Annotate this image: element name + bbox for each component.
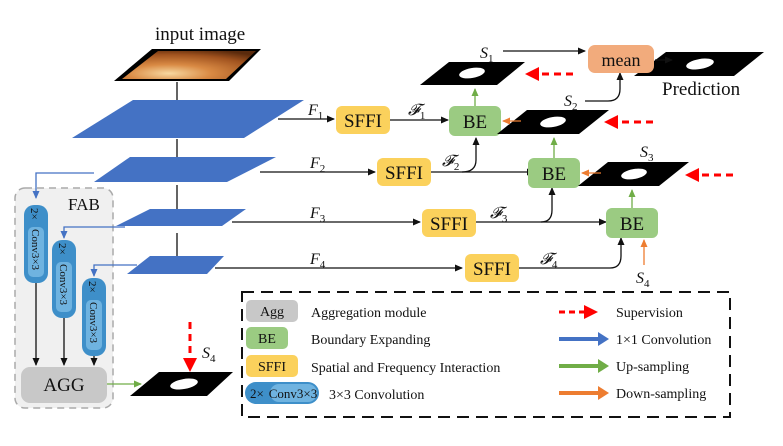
feature-layer-2 [94,157,276,182]
svg-text:3×3 Convolution: 3×3 Convolution [329,388,424,403]
prediction-label: Prediction [662,79,741,100]
svg-text:Aggregation module: Aggregation module [311,306,426,321]
svg-text:Up-sampling: Up-sampling [616,360,689,375]
be-box-3: BE [606,208,658,238]
mask-s4 [130,372,233,396]
svg-text:Conv3×3: Conv3×3 [87,302,99,344]
s1-label: S1 [480,45,494,65]
cf4-arrow-to-be3 [519,237,625,269]
conv-block-1: 2× Conv3×3 [24,205,48,283]
be-box-2: BE [528,158,580,188]
sffi-box-4: SFFI [465,254,519,282]
svg-text:Supervision: Supervision [616,306,683,321]
svg-text:SFFI: SFFI [473,259,511,280]
sffi-box-2: SFFI [377,158,431,186]
legend-item-sffi: SFFI Spatial and Frequency Interaction [246,355,500,377]
svg-text:mean: mean [602,50,641,70]
be-box-1: BE [449,106,501,136]
svg-text:2×: 2× [250,386,264,401]
svg-text:1×1 Convolution: 1×1 Convolution [616,333,711,348]
feature-layer-4 [127,256,224,274]
s4-label-be: S4 [636,270,650,290]
svg-text:SFFI: SFFI [344,111,382,132]
cf2-arrow-to-be1 [461,137,480,173]
f3-label: F3 [309,205,326,225]
svg-text:Spatial and Frequency Interact: Spatial and Frequency Interaction [311,361,500,376]
agg-box: AGG [21,367,107,403]
cf3-arrow-to-be2 [540,187,556,223]
svg-text:Boundary Expanding: Boundary Expanding [311,333,430,348]
svg-text:Conv3×3: Conv3×3 [269,386,318,401]
legend-arrow-1x1-conv: 1×1 Convolution [559,332,711,348]
f4-label: F4 [309,251,326,271]
mask-s3 [578,162,689,186]
legend-item-be: BE Boundary Expanding [246,327,430,349]
f1-label: F1 [307,102,323,122]
s3-label: S3 [640,144,654,164]
svg-text:BE: BE [463,112,487,133]
svg-text:Conv3×3: Conv3×3 [29,229,41,271]
sffi-box-1: SFFI [336,106,390,134]
svg-text:2×: 2× [56,243,68,255]
svg-text:BE: BE [542,164,566,185]
svg-text:SFFI: SFFI [385,163,423,184]
conv-block-2: 2× Conv3×3 [52,240,76,318]
svg-text:BE: BE [620,214,644,235]
cf2-label: 𝓕2 [442,153,460,173]
mean-box: mean [588,45,654,73]
feature-layer-1 [72,100,304,138]
fab-label: FAB [68,195,100,214]
conv-input-arrow-2 [60,226,125,239]
mask-s1 [420,62,525,85]
svg-text:BE: BE [258,332,276,347]
svg-text:AGG: AGG [43,375,84,396]
sffi-box-3: SFFI [422,209,476,237]
input-image-label: input image [155,24,245,45]
s2-to-mean-arrow [585,72,624,102]
legend-arrow-upsampling: Up-sampling [559,359,689,375]
f2-label: F2 [309,155,325,175]
conv-input-arrow-1 [32,172,94,199]
legend-box [241,291,731,418]
conv-block-3: 2× Conv3×3 [82,278,106,356]
legend-item-agg: Agg Aggregation module [246,300,426,322]
legend-item-conv: 2× Conv3×3 3×3 Convolution [245,382,424,404]
svg-text:Conv3×3: Conv3×3 [57,264,69,306]
input-image [114,49,261,81]
conv-input-arrow-3 [90,264,137,277]
svg-text:Down-sampling: Down-sampling [616,387,706,402]
svg-text:SFFI: SFFI [258,360,286,375]
s2-label: S2 [564,93,578,113]
mask-s2 [497,110,609,134]
svg-text:Agg: Agg [260,305,284,320]
s4-label-agg: S4 [202,345,216,365]
svg-text:2×: 2× [86,281,98,293]
cf1-label: 𝓕1 [408,102,426,122]
feature-layer-3 [116,209,246,226]
legend-arrow-downsampling: Down-sampling [559,386,706,402]
legend-arrow-supervision: Supervision [559,305,683,321]
svg-text:SFFI: SFFI [430,214,468,235]
svg-text:2×: 2× [28,208,40,220]
